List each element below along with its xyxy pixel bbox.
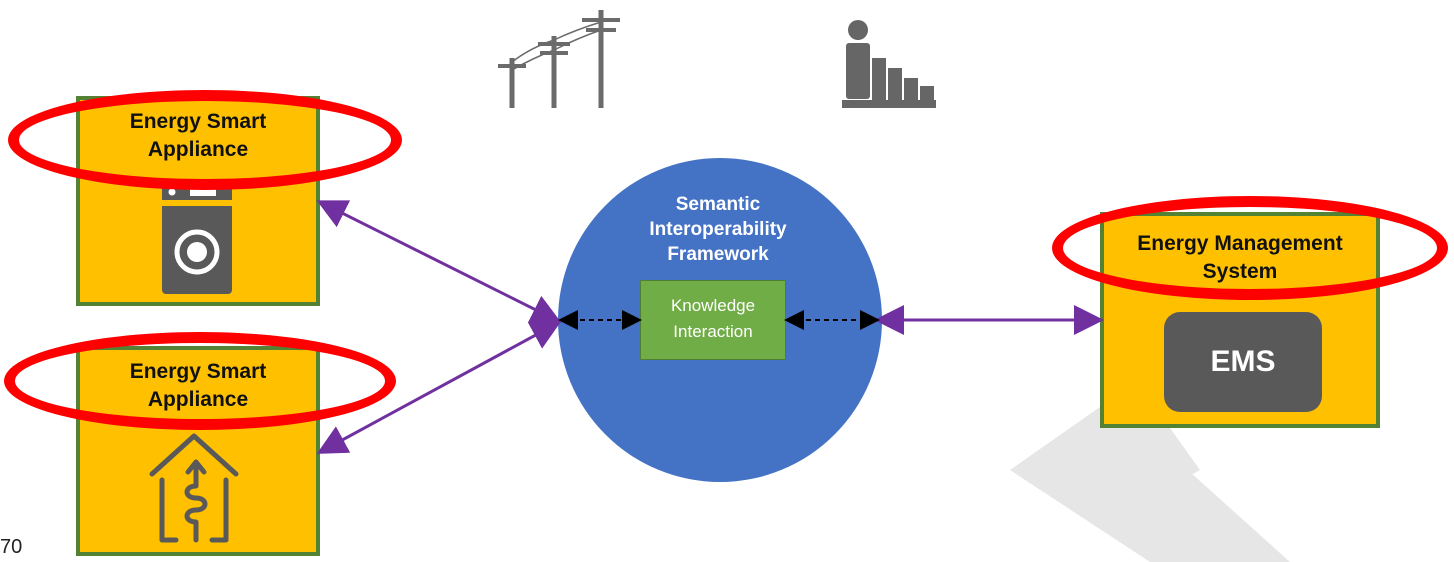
arrow-top-appliance [316, 200, 562, 323]
house-heat-pump-icon [149, 433, 239, 543]
knowledge-interaction-box: Knowledge Interaction [640, 280, 786, 360]
arrow-bottom-appliance [316, 321, 562, 454]
washing-machine-icon [162, 184, 232, 294]
person-steps-icon [842, 20, 936, 108]
highlight-ellipse-top [8, 90, 402, 190]
ems-label: EMS [1164, 312, 1322, 412]
framework-title: Semantic Interoperability Framework [649, 194, 787, 265]
page-number: 70 [0, 536, 23, 558]
power-lines-icon [498, 10, 620, 108]
highlight-ellipse-ems [1052, 196, 1448, 300]
